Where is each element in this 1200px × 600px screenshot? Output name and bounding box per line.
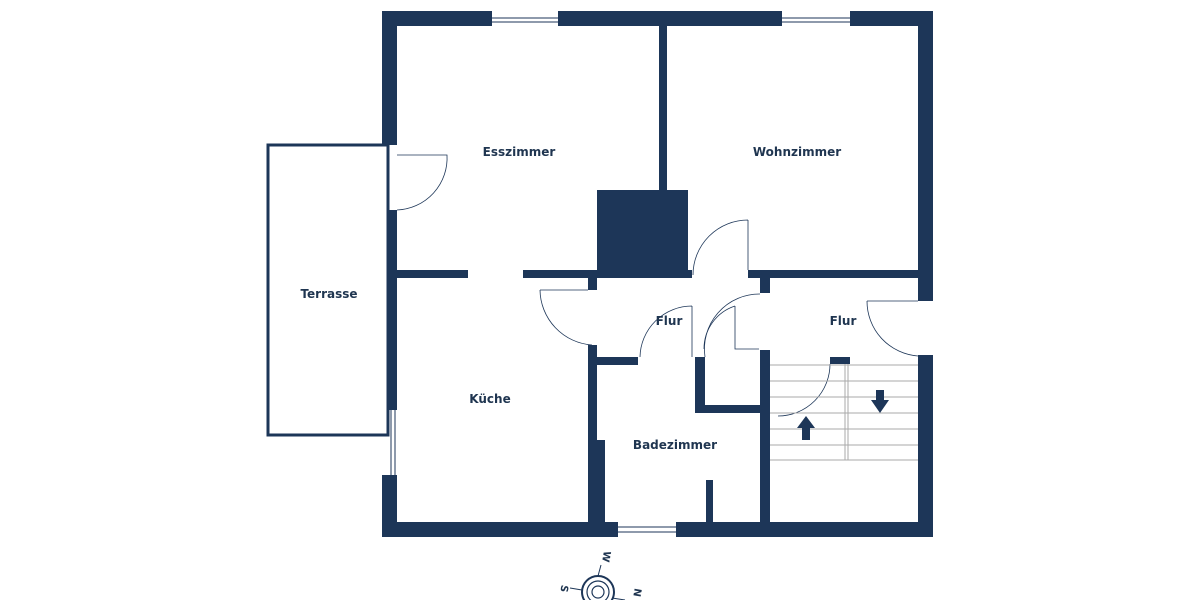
windows-doors xyxy=(266,17,919,533)
room-label-terrasse: Terrasse xyxy=(300,287,357,301)
room-label-esszimmer: Esszimmer xyxy=(483,145,556,159)
compass-north-label: N xyxy=(630,587,642,597)
compass-rose-icon xyxy=(569,564,626,600)
room-label-flur-2: Flur xyxy=(830,314,857,328)
compass-west-label: W xyxy=(599,550,612,563)
compass-south-label: S xyxy=(557,584,569,593)
stairs xyxy=(770,364,918,461)
arrow-down-icon xyxy=(871,390,889,413)
room-label-flur: Flur xyxy=(656,314,683,328)
room-label-wohnzimmer: Wohnzimmer xyxy=(753,145,841,159)
arrow-up-icon xyxy=(797,416,815,440)
room-label-badezimmer: Badezimmer xyxy=(633,438,717,452)
room-label-kueche: Küche xyxy=(469,392,510,406)
walls xyxy=(382,11,933,537)
